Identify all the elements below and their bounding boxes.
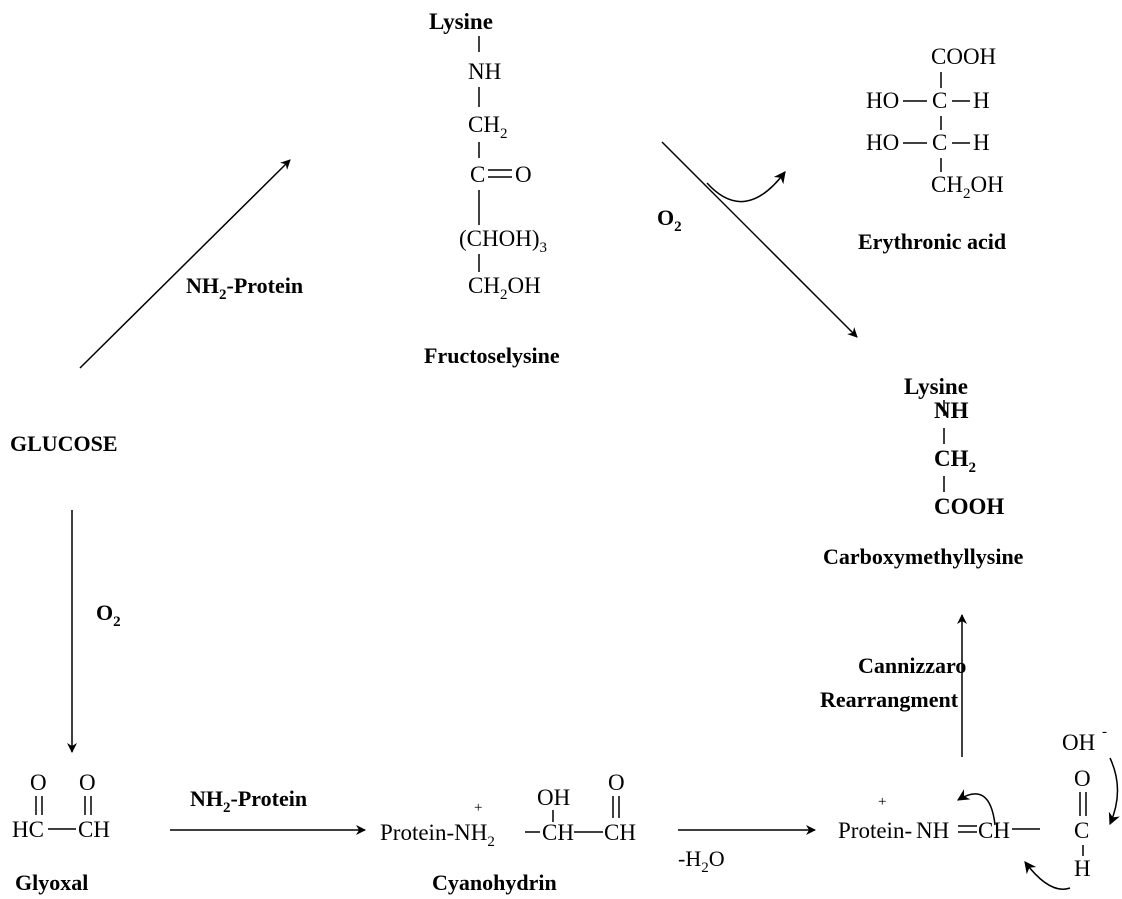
label-glyoxal: Glyoxal [15,870,88,895]
structure-erythronic-acid: COOH HO C H HO C H CH2OH [866,44,1004,202]
gx-ch: CH [78,817,110,842]
cy-plus: + [474,800,482,816]
ea-ch2oh: CH2OH [931,172,1004,202]
gx-o2: O [79,770,96,795]
im-oh-minus: - [1102,724,1107,740]
cy-ch2: CH [604,820,636,845]
reagent-nh2-protein-bottom: NH2-Protein [190,786,307,816]
structure-imine: + Protein- NH CH O C H OH - [838,724,1120,890]
im-protein: Protein- [838,818,912,843]
fl-ch2oh: CH2OH [468,273,541,303]
label-glucose: GLUCOSE [10,431,118,456]
reagent-o2-right: O2 [657,205,682,235]
arrow-glucose-to-fructoselysine [79,159,291,369]
label-erythronic-acid: Erythronic acid [858,229,1006,254]
cml-cooh: COOH [934,494,1004,519]
label-fructoselysine: Fructoselysine [424,343,560,368]
fl-nh: NH [468,59,501,84]
im-oh: OH [1062,730,1095,755]
curved-arrow-hydroxide [1108,757,1120,826]
im-o: O [1074,766,1091,791]
reagent-o2-left: O2 [96,600,121,630]
fl-ch2: CH2 [468,112,507,142]
structure-cyanohydrin: + Protein-NH2 OH CH O CH [380,770,636,850]
reagent-nh2-protein-top: NH2-Protein [186,273,303,303]
ea-cooh: COOH [931,44,996,69]
reagent-minus-h2o: -H2O [678,846,725,876]
fl-c: C [470,162,485,187]
structure-fructoselysine: Lysine NH CH2 C O (CHOH)3 CH2OH [429,9,547,303]
ea-h2: H [973,130,990,155]
cml-lysine: Lysine [904,374,968,399]
cy-ch1: CH [542,820,574,845]
ea-ho1: HO [866,88,899,113]
ea-h1: H [973,88,990,113]
cml-ch2: CH2 [934,446,976,476]
cy-oh: OH [537,785,570,810]
label-carboxymethyllysine: Carboxymethyllysine [823,544,1024,569]
fl-chohn: (CHOH)3 [459,226,547,256]
curved-arrow-hydride [1024,861,1071,890]
im-plus: + [878,794,886,810]
cy-o: O [608,770,625,795]
label-cyanohydrin: Cyanohydrin [432,870,557,895]
label-rearrangement: Rearrangment [820,687,959,712]
ea-c1: C [932,88,947,113]
cy-protein-nh2: Protein-NH2 [380,820,495,850]
fl-o: O [515,162,532,187]
im-c: C [1074,818,1089,843]
curved-arrow-nh [956,789,996,826]
structure-glyoxal: O O HC CH [12,770,110,842]
cml-nh: NH [934,398,969,423]
ea-c2: C [932,130,947,155]
label-cannizzaro: Cannizzaro [858,653,966,678]
arrow-fructoselysine-to-cml [661,141,858,338]
structure-carboxymethyllysine: Lysine NH CH2 COOH [904,374,1004,519]
fl-lysine: Lysine [429,9,493,34]
im-nh: NH [916,818,949,843]
ea-ho2: HO [866,130,899,155]
gx-o1: O [30,770,47,795]
im-h: H [1074,856,1091,881]
arrow-o2-side-product [706,171,786,203]
gx-hc: HC [12,817,44,842]
